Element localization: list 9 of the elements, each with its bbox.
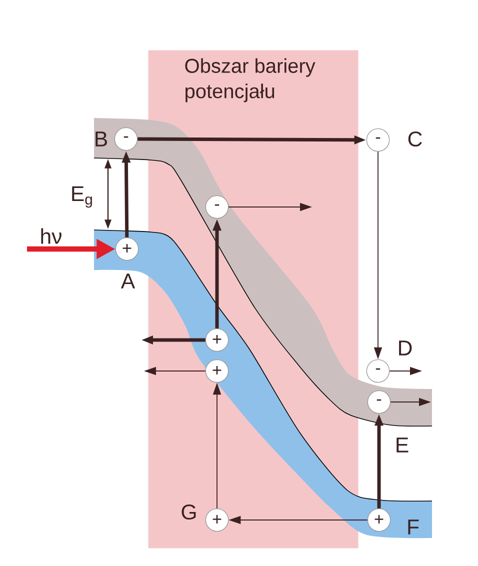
point-label: B bbox=[96, 132, 107, 146]
point-label: D bbox=[399, 340, 412, 356]
point-label: E bbox=[396, 438, 408, 452]
label: hν bbox=[41, 228, 62, 244]
label: E$_{g}$ bbox=[72, 186, 92, 208]
point-label: C bbox=[408, 131, 422, 147]
point-label: A bbox=[120, 274, 136, 288]
point-label: F bbox=[408, 520, 419, 534]
point-label: G bbox=[182, 504, 196, 520]
